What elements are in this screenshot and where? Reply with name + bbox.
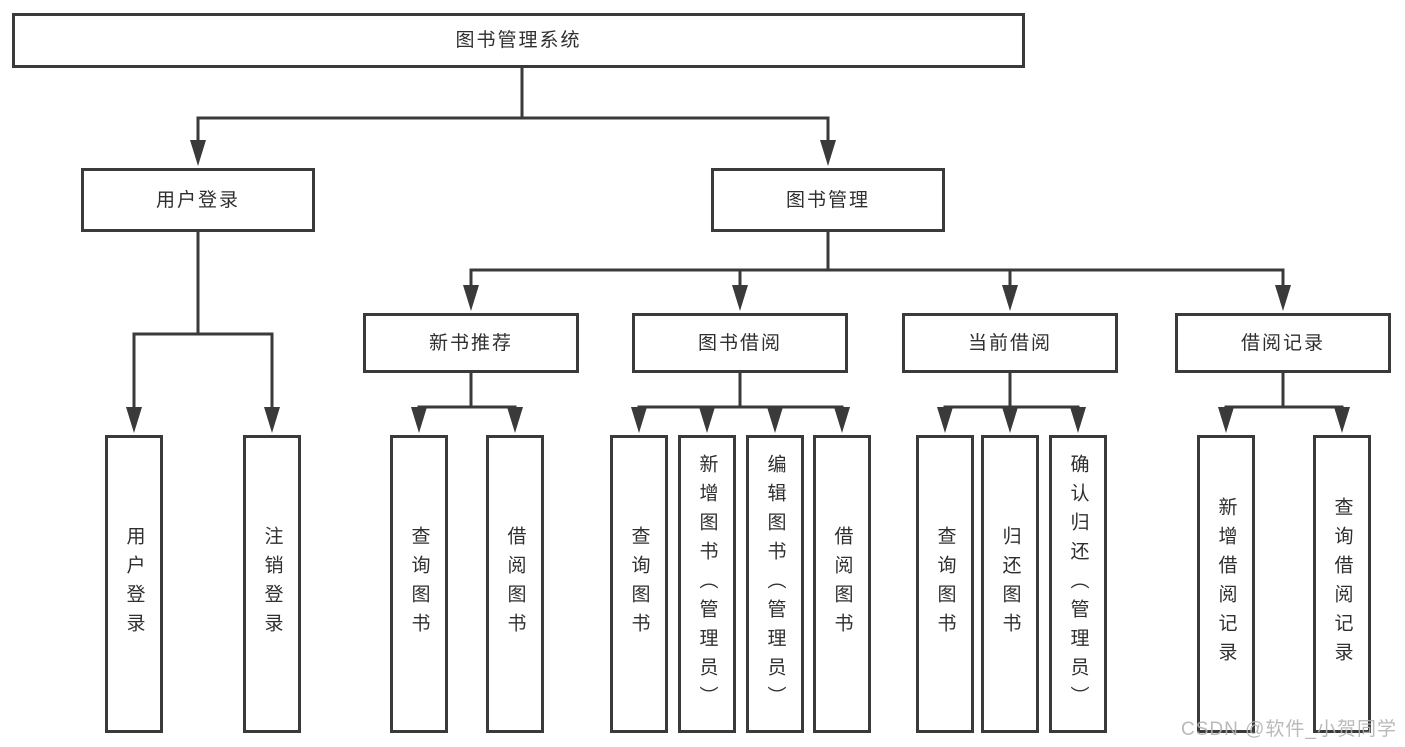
arrowhead-icon [1002, 407, 1018, 433]
borrowing-records-node: 借阅记录 [1175, 313, 1391, 373]
arrowhead-icon [820, 140, 836, 166]
connector [126, 230, 280, 433]
leaf-add-book-admin-node: 新增图书（管理员） [678, 435, 736, 733]
arrowhead-icon [767, 407, 783, 433]
arrowhead-icon [1334, 407, 1350, 433]
connector [463, 230, 1291, 311]
arrowhead-icon [507, 407, 523, 433]
leaf-borrow-book-borrow-node: 借阅图书 [813, 435, 871, 733]
arrowhead-icon [937, 407, 953, 433]
leaf-query-book-current-node: 查询图书 [916, 435, 974, 733]
arrowhead-icon [1275, 285, 1291, 311]
arrowhead-icon [631, 407, 647, 433]
leaf-user-login-node: 用户登录 [105, 435, 163, 733]
leaf-query-book-borrow-node: 查询图书 [610, 435, 668, 733]
current-borrowing-node: 当前借阅 [902, 313, 1118, 373]
leaf-logout-node: 注销登录 [243, 435, 301, 733]
leaf-confirm-return-node: 确认归还（管理员） [1049, 435, 1107, 733]
connector [190, 66, 836, 166]
book-management-node: 图书管理 [711, 168, 945, 232]
arrowhead-icon [264, 407, 280, 433]
arrowhead-icon [126, 407, 142, 433]
connector [631, 371, 850, 433]
arrowhead-icon [834, 407, 850, 433]
book-borrowing-node: 图书借阅 [632, 313, 848, 373]
arrowhead-icon [1002, 285, 1018, 311]
connector [411, 371, 523, 433]
arrowhead-icon [1218, 407, 1234, 433]
arrowhead-icon [411, 407, 427, 433]
connector [1218, 371, 1350, 433]
leaf-borrow-book-rec-node: 借阅图书 [486, 435, 544, 733]
leaf-edit-book-admin-node: 编辑图书（管理员） [746, 435, 804, 733]
watermark: CSDN @软件_小贺同学 [1181, 719, 1397, 740]
arrowhead-icon [1070, 407, 1086, 433]
leaf-query-borrow-record-node: 查询借阅记录 [1313, 435, 1371, 733]
leaf-add-borrow-record-node: 新增借阅记录 [1197, 435, 1255, 733]
connector [937, 371, 1086, 433]
arrowhead-icon [732, 285, 748, 311]
arrowhead-icon [190, 140, 206, 166]
arrowhead-icon [699, 407, 715, 433]
leaf-query-book-rec-node: 查询图书 [390, 435, 448, 733]
arrowhead-icon [463, 285, 479, 311]
root-node: 图书管理系统 [12, 13, 1025, 68]
leaf-return-book-node: 归还图书 [981, 435, 1039, 733]
new-book-recommend-node: 新书推荐 [363, 313, 579, 373]
user-login-group-node: 用户登录 [81, 168, 315, 232]
